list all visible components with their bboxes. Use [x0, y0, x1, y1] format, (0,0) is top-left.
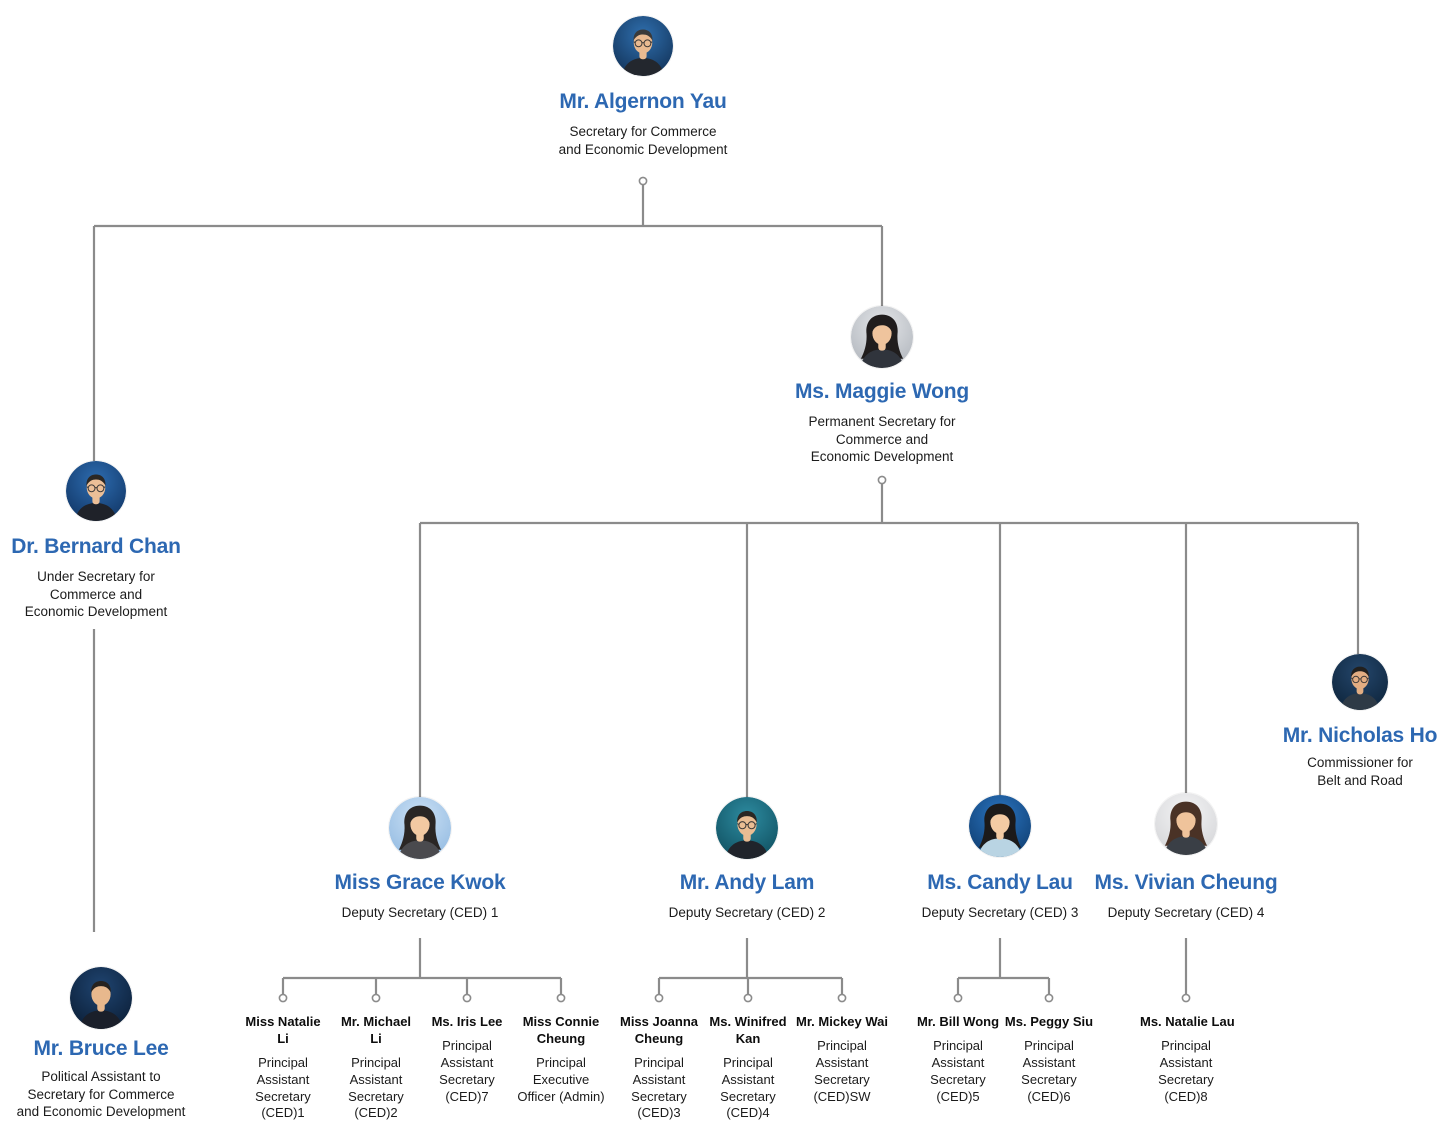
junction-dot: [638, 176, 648, 186]
person-card-iris-lee: Ms. Iris Lee Principal Assistant Secreta…: [421, 1014, 513, 1105]
person-title: Deputy Secretary (CED) 1: [341, 904, 499, 920]
person-card-nicholas-ho: Mr. Nicholas Ho Commissioner for Belt an…: [1270, 654, 1450, 789]
person-title: Principal Assistant Secretary (CED)3: [631, 1054, 687, 1121]
person-name: Mr. Algernon Yau: [559, 90, 727, 113]
person-title: Principal Assistant Secretary (CED)5: [930, 1037, 986, 1104]
person-title: Under Secretary for Commerce and Economi…: [24, 568, 168, 620]
person-photo: [716, 797, 778, 859]
person-photo: [613, 16, 673, 76]
person-name: Mr. Nicholas Ho: [1282, 724, 1438, 747]
person-name: Miss Grace Kwok: [334, 871, 506, 894]
connector-candy-group: [953, 938, 1054, 1003]
person-card-natalie-li: Miss Natalie Li Principal Assistant Secr…: [237, 1014, 329, 1122]
leaf-dot: [1181, 993, 1191, 1003]
leaf-dot: [556, 993, 566, 1003]
person-photo: [66, 461, 126, 521]
connector-andy-group: [654, 938, 847, 1003]
person-card-connie-cheung: Miss Connie Cheung Principal Executive O…: [515, 1014, 607, 1105]
person-title: Deputy Secretary (CED) 2: [668, 904, 826, 920]
connector-permsec-branch: [418, 475, 1360, 797]
person-name: Dr. Bernard Chan: [11, 535, 181, 558]
person-name: Mr. Bill Wong: [916, 1014, 1000, 1029]
person-name: Miss Natalie Li: [245, 1014, 321, 1046]
leaf-dot: [654, 993, 664, 1003]
connector-vivian-group: [1181, 938, 1191, 1003]
person-title: Deputy Secretary (CED) 4: [1107, 904, 1265, 920]
person-name: Mr. Michael Li: [340, 1014, 412, 1046]
leaf-dot: [278, 993, 288, 1003]
person-card-bernard-chan: Dr. Bernard Chan Under Secretary for Com…: [0, 461, 196, 621]
person-card-maggie-wong: Ms. Maggie Wong Permanent Secretary for …: [777, 306, 987, 466]
person-title: Principal Assistant Secretary (CED)4: [720, 1054, 776, 1121]
leaf-dot: [743, 993, 753, 1003]
person-card-grace-kwok: Miss Grace Kwok Deputy Secretary (CED) 1: [315, 797, 525, 922]
person-photo: [969, 795, 1031, 857]
person-photo: [1155, 793, 1217, 855]
junction-dot: [877, 475, 887, 485]
person-name: Ms. Natalie Lau: [1140, 1014, 1235, 1029]
leaf-dot: [1044, 993, 1054, 1003]
person-card-andy-lam: Mr. Andy Lam Deputy Secretary (CED) 2: [642, 797, 852, 922]
person-title: Commissioner for Belt and Road: [1307, 754, 1413, 788]
connector-secretary-branch: [92, 176, 884, 932]
person-photo: [70, 967, 132, 1029]
person-card-peggy-siu: Ms. Peggy Siu Principal Assistant Secret…: [1003, 1014, 1095, 1105]
person-title: Principal Assistant Secretary (CED)1: [255, 1054, 311, 1121]
person-card-natalie-lau: Ms. Natalie Lau Principal Assistant Secr…: [1140, 1014, 1235, 1105]
leaf-dot: [837, 993, 847, 1003]
person-photo: [851, 306, 913, 368]
person-card-winifred-kan: Ms. Winifred Kan Principal Assistant Sec…: [702, 1014, 794, 1122]
person-card-bruce-lee: Mr. Bruce Lee Political Assistant to Sec…: [0, 967, 206, 1121]
person-name: Mr. Andy Lam: [679, 871, 815, 894]
person-name: Mr. Bruce Lee: [33, 1037, 169, 1060]
person-name: Ms. Winifred Kan: [709, 1014, 787, 1046]
person-card-candy-lau: Ms. Candy Lau Deputy Secretary (CED) 3: [905, 795, 1095, 922]
person-card-bill-wong: Mr. Bill Wong Principal Assistant Secret…: [912, 1014, 1004, 1105]
person-title: Secretary for Commerce and Economic Deve…: [558, 123, 728, 157]
person-title: Principal Assistant Secretary (CED)7: [439, 1037, 495, 1104]
person-name: Miss Connie Cheung: [522, 1014, 600, 1046]
person-name: Ms. Candy Lau: [927, 871, 1073, 894]
person-card-algernon-yau: Mr. Algernon Yau Secretary for Commerce …: [533, 16, 753, 158]
person-title: Principal Assistant Secretary (CED)6: [1021, 1037, 1077, 1104]
person-title: Principal Assistant Secretary (CED)2: [348, 1054, 404, 1121]
person-name: Mr. Mickey Wai: [796, 1014, 888, 1029]
person-title: Principal Assistant Secretary (CED)8: [1158, 1037, 1214, 1104]
person-title: Permanent Secretary for Commerce and Eco…: [808, 413, 956, 465]
person-card-mickey-wai: Mr. Mickey Wai Principal Assistant Secre…: [796, 1014, 888, 1105]
person-card-michael-li: Mr. Michael Li Principal Assistant Secre…: [330, 1014, 422, 1122]
person-card-joanna-cheung: Miss Joanna Cheung Principal Assistant S…: [613, 1014, 705, 1122]
person-name: Ms. Peggy Siu: [1004, 1014, 1094, 1029]
person-name: Ms. Maggie Wong: [795, 380, 969, 403]
person-title: Deputy Secretary (CED) 3: [921, 904, 1079, 920]
person-title: Political Assistant to Secretary for Com…: [16, 1068, 186, 1120]
leaf-dot: [371, 993, 381, 1003]
connector-grace-group: [278, 938, 566, 1003]
person-title: Principal Executive Officer (Admin): [517, 1054, 605, 1104]
person-name: Ms. Vivian Cheung: [1094, 871, 1278, 894]
leaf-dot: [953, 993, 963, 1003]
person-name: Ms. Iris Lee: [431, 1014, 503, 1029]
person-photo: [389, 797, 451, 859]
person-name: Miss Joanna Cheung: [619, 1014, 699, 1046]
person-card-vivian-cheung: Ms. Vivian Cheung Deputy Secretary (CED)…: [1086, 793, 1286, 922]
person-photo: [1332, 654, 1388, 710]
person-title: Principal Assistant Secretary (CED)SW: [813, 1037, 871, 1104]
leaf-dot: [462, 993, 472, 1003]
